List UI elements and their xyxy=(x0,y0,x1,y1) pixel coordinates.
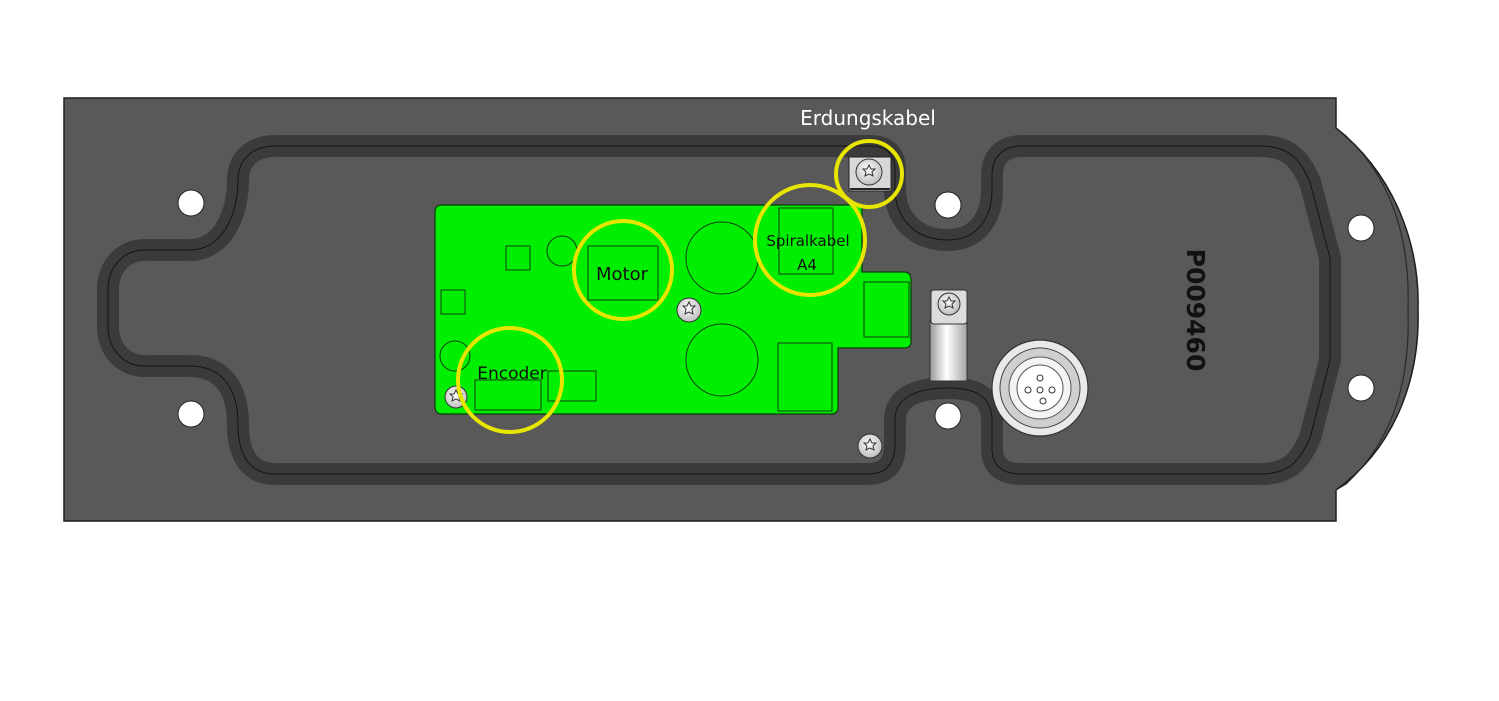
label-spiral-cable-id: A4 xyxy=(797,256,817,274)
cable-clamp xyxy=(929,289,968,382)
component-small-square-1 xyxy=(505,245,531,271)
encoder-connector xyxy=(474,379,542,411)
label-part-number: P009460 xyxy=(1181,249,1210,372)
encoder-highlight-ring xyxy=(456,326,564,434)
component-round-2 xyxy=(439,340,471,372)
m12-connector xyxy=(991,339,1089,437)
label-spiral-cable: Spiralkabel xyxy=(766,232,849,250)
component-block-right xyxy=(863,281,910,338)
mounting-hole-bottom-right xyxy=(1347,374,1375,402)
highlight-rings xyxy=(456,139,904,434)
mounting-hole-top-right xyxy=(1347,214,1375,242)
mounting-hole-top-left xyxy=(177,189,205,217)
spiral-cable-highlight-ring xyxy=(753,183,867,297)
mounting-hole-bottom-left xyxy=(177,400,205,428)
mounting-hole-top-mid xyxy=(934,191,962,219)
screw-pcb-center xyxy=(676,297,702,323)
motor-highlight-ring xyxy=(572,219,674,321)
grounding-highlight-ring xyxy=(834,139,904,209)
label-motor: Motor xyxy=(596,264,649,285)
grounding-screw xyxy=(848,156,892,192)
component-small-square-2 xyxy=(440,289,466,315)
left-gasket-outline xyxy=(107,145,1023,475)
component-block-bottom xyxy=(777,342,833,412)
spiral-cable-connector xyxy=(778,207,834,275)
end-cap-edge xyxy=(1335,127,1409,491)
mounting-hole-bottom-mid xyxy=(934,402,962,430)
motor-connector xyxy=(587,245,659,301)
component-capacitor-2 xyxy=(685,323,759,397)
pcb-components xyxy=(439,207,910,412)
screw-housing-bottom xyxy=(857,433,883,459)
pcb-board xyxy=(434,204,912,415)
component-block-mid xyxy=(547,370,597,402)
label-encoder: Encoder xyxy=(477,364,547,384)
label-grounding-cable: Erdungskabel xyxy=(800,106,936,130)
right-gasket-outline xyxy=(1022,145,1331,475)
